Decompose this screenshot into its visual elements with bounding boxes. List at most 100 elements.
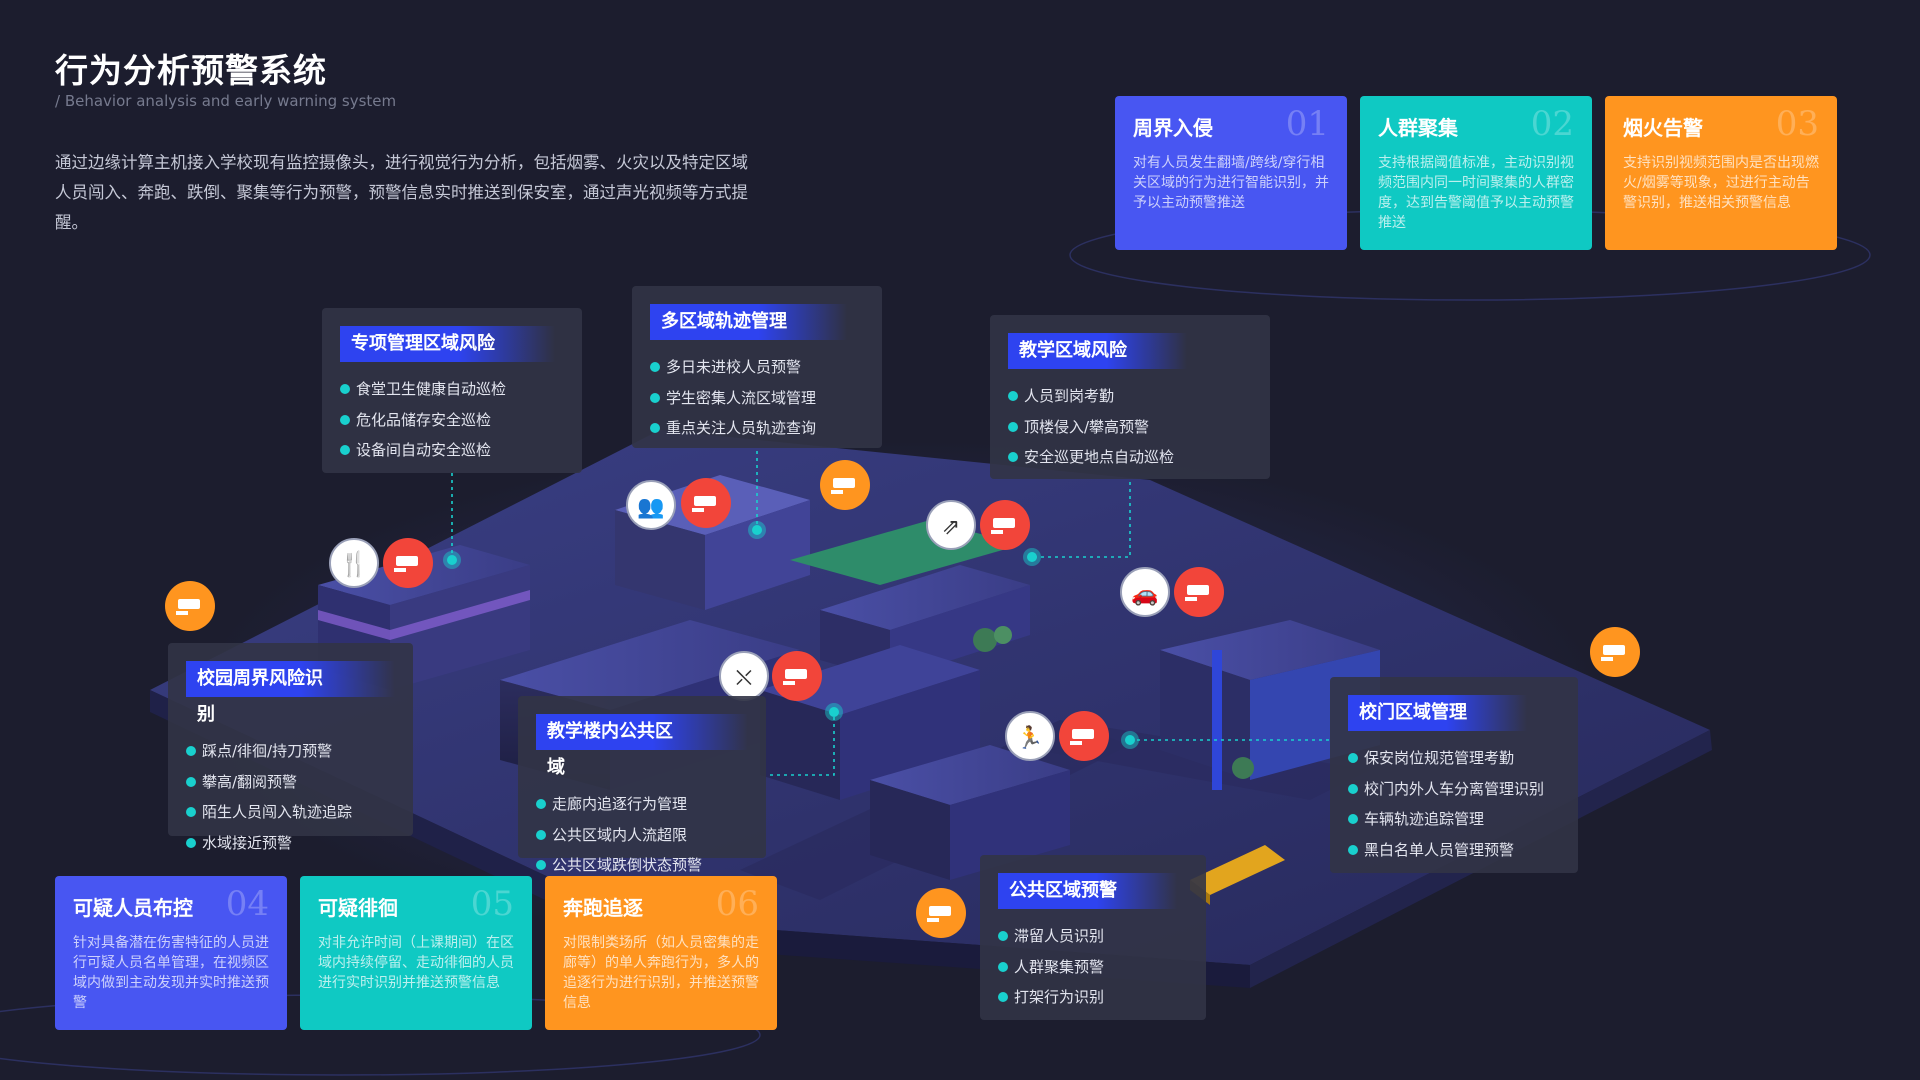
building-b-side: [615, 510, 705, 610]
list-item: 学生密集人流区域管理: [650, 383, 864, 414]
surveillance-camera-icon: [916, 888, 966, 938]
feature-card-fire-smoke-alarm: 烟火告警 03 支持识别视频范围内是否出现燃火/烟雾等现象，过进行主动告警识别，…: [1605, 96, 1837, 250]
running-chase-icon: 🏃: [1005, 711, 1055, 761]
zone-panel-teaching-area: 教学区域风险 人员到岗考勤 顶楼侵入/攀高预警 安全巡更地点自动巡检: [990, 315, 1270, 479]
teaching-roof: [500, 620, 800, 710]
list-item: 校门内外人车分离管理识别: [1348, 774, 1560, 805]
svg-text:⇗: ⇗: [942, 515, 960, 540]
zone-panel-list: 保安岗位规范管理考勤 校门内外人车分离管理识别 车辆轨迹追踪管理 黑白名单人员管…: [1348, 743, 1560, 865]
feature-card-number: 02: [1530, 104, 1574, 144]
list-item: 人群聚集预警: [998, 952, 1188, 983]
teaching-b-side: [760, 690, 840, 800]
feature-card-description: 针对具备潜在伤害特征的人员进行可疑人员名单管理，在视频区域内做到主动发现并实时推…: [73, 935, 269, 1011]
public-front: [950, 770, 1070, 880]
public-side: [870, 780, 950, 880]
feature-card-title: 人群聚集: [1378, 116, 1458, 140]
zone-panel-list: 人员到岗考勤 顶楼侵入/攀高预警 安全巡更地点自动巡检: [1008, 381, 1252, 473]
zone-panel-title: 校园周界风险识别: [186, 661, 395, 725]
zone-panel-list: 走廊内追逐行为管理 公共区域内人流超限 公共区域跌倒状态预警: [536, 789, 748, 881]
zone-panel-list: 多日未进校人员预警 学生密集人流区域管理 重点关注人员轨迹查询: [650, 352, 864, 444]
gate-side: [1160, 650, 1250, 780]
list-item: 多日未进校人员预警: [650, 352, 864, 383]
list-item: 人员到岗考勤: [1008, 381, 1252, 412]
zone-panel-title: 教学区域风险: [1008, 333, 1187, 369]
fork-knife-icon: 🍴: [329, 538, 379, 588]
list-item: 食堂卫生健康自动巡检: [340, 374, 564, 405]
list-item: 危化品储存安全巡检: [340, 405, 564, 436]
teaching-b-roof: [760, 645, 980, 715]
page-description: 通过边缘计算主机接入学校现有监控摄像头，进行视觉行为分析，包括烟雾、火灾以及特定…: [55, 153, 748, 232]
zone-panel-special-management: 专项管理区域风险 食堂卫生健康自动巡检 危化品储存安全巡检 设备间自动安全巡检: [322, 308, 582, 473]
zone-panel-title: 教学楼内公共区域: [536, 714, 748, 778]
list-item: 黑白名单人员管理预警: [1348, 835, 1560, 866]
school-bus: [1190, 845, 1285, 895]
zone-panel-multi-area-trajectory: 多区域轨迹管理 多日未进校人员预警 学生密集人流区域管理 重点关注人员轨迹查询: [632, 286, 882, 448]
list-item: 踩点/徘徊/持刀预警: [186, 736, 395, 767]
svg-text:🍴: 🍴: [339, 550, 369, 578]
location-markers: [443, 521, 1139, 749]
list-item: 走廊内追逐行为管理: [536, 789, 748, 820]
list-item: 攀高/翻阅预警: [186, 767, 395, 798]
public-roof: [870, 745, 1070, 805]
building-b-front: [705, 500, 810, 610]
feature-card-title: 可疑徘徊: [318, 896, 398, 920]
list-item: 车辆轨迹追踪管理: [1348, 804, 1560, 835]
surveillance-camera-icon: [681, 478, 731, 528]
car-icon: 🚗: [1120, 567, 1170, 617]
feature-card-title: 周界入侵: [1133, 116, 1213, 140]
surveillance-camera-icon: [1590, 627, 1640, 677]
canteen-stripe: [318, 590, 530, 640]
building-c-roof: [820, 565, 1030, 630]
feature-card-number: 01: [1285, 104, 1329, 144]
feature-card-description: 支持识别视频范围内是否出现燃火/烟雾等现象，过进行主动告警识别，推送相关预警信息: [1623, 155, 1819, 211]
feature-card-number: 04: [225, 884, 269, 924]
surveillance-camera-icon: [1059, 711, 1109, 761]
surveillance-camera-icon: [383, 538, 433, 588]
stair-climbing-icon: ⇗: [926, 500, 976, 550]
zone-panel-list: 踩点/徘徊/持刀预警 攀高/翻阅预警 陌生人员闯入轨迹追踪 水域接近预警: [186, 736, 395, 858]
surveillance-camera-icon: [772, 651, 822, 701]
zone-panel-title: 多区域轨迹管理: [650, 304, 847, 340]
page-title: 行为分析预警系统: [55, 51, 327, 90]
feature-card-description: 对有人员发生翻墙/跨线/穿行相关区域的行为进行智能识别，并予以主动预警推送: [1133, 155, 1329, 211]
feature-card-title: 烟火告警: [1623, 116, 1703, 140]
zone-panel-building-public-area: 教学楼内公共区域 走廊内追逐行为管理 公共区域内人流超限 公共区域跌倒状态预警: [518, 696, 766, 874]
canteen-front: [390, 565, 530, 690]
zone-panel-public-area-warning: 公共区域预警 滞留人员识别 人群聚集预警 打架行为识别: [980, 855, 1206, 1020]
feature-card-crowd-gathering: 人群聚集 02 支持根据阈值标准，主动识别视频范围内同一时间聚集的人群密度，达到…: [1360, 96, 1592, 250]
connector-lines: [451, 451, 1330, 776]
feature-card-number: 06: [715, 884, 759, 924]
surveillance-camera-icon: [980, 500, 1030, 550]
feature-card-number: 03: [1775, 104, 1819, 144]
list-item: 保安岗位规范管理考勤: [1348, 743, 1560, 774]
list-item: 设备间自动安全巡检: [340, 435, 564, 466]
list-item: 重点关注人员轨迹查询: [650, 413, 864, 444]
tree: [1232, 757, 1254, 779]
surveillance-camera-icon: [165, 581, 215, 631]
tree: [973, 628, 997, 652]
zone-panel-campus-perimeter: 校园周界风险识别 踩点/徘徊/持刀预警 攀高/翻阅预警 陌生人员闯入轨迹追踪 水…: [168, 643, 413, 852]
teaching-b-front: [840, 670, 980, 800]
feature-card-suspicious-person-watchlist: 可疑人员布控 04 针对具备潜在伤害特征的人员进行可疑人员名单管理，在视频区域内…: [55, 876, 287, 1030]
zone-panel-list: 食堂卫生健康自动巡检 危化品储存安全巡检 设备间自动安全巡检: [340, 374, 564, 466]
feature-card-description: 对非允许时间（上课期间）在区域内持续停留、走动徘徊的人员进行实时识别并推送预警信…: [318, 935, 514, 991]
feature-card-running-chasing: 奔跑追逐 06 对限制类场所（如人员密集的走廊等）的单人奔跑行为，多人的追逐行为…: [545, 876, 777, 1030]
svg-text:👥: 👥: [637, 495, 664, 520]
list-item: 公共区域跌倒状态预警: [536, 850, 748, 881]
zone-panel-title: 校门区域管理: [1348, 695, 1527, 731]
list-item: 水域接近预警: [186, 828, 395, 859]
list-item: 陌生人员闯入轨迹追踪: [186, 797, 395, 828]
list-item: 滞留人员识别: [998, 921, 1188, 952]
feature-card-perimeter-intrusion: 周界入侵 01 对有人员发生翻墙/跨线/穿行相关区域的行为进行智能识别，并予以主…: [1115, 96, 1347, 250]
feature-card-title: 可疑人员布控: [73, 896, 193, 920]
list-item: 打架行为识别: [998, 982, 1188, 1013]
gate-pillar: [1212, 650, 1222, 790]
zone-panel-title: 公共区域预警: [998, 873, 1177, 909]
surveillance-camera-icon: [1174, 567, 1224, 617]
zone-panel-list: 滞留人员识别 人群聚集预警 打架行为识别: [998, 921, 1188, 1013]
tree: [994, 626, 1012, 644]
group-walking-icon: 👥: [626, 480, 676, 530]
feature-card-title: 奔跑追逐: [563, 896, 643, 920]
surveillance-camera-icon: [820, 460, 870, 510]
page-subtitle: / Behavior analysis and early warning sy…: [55, 92, 397, 110]
